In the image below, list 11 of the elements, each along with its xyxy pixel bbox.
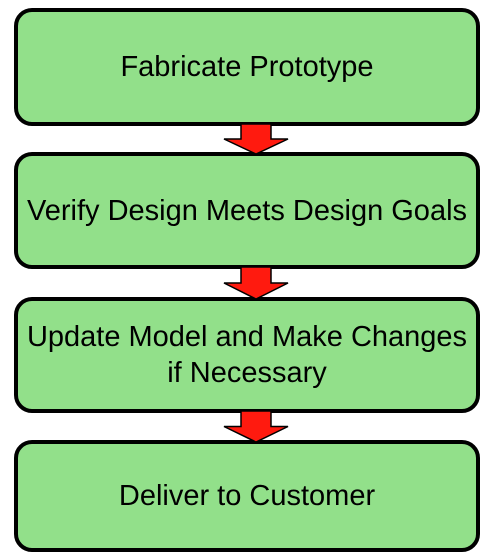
- process-box: [14, 297, 480, 413]
- step-label: Deliver to Customer: [118, 479, 376, 514]
- process-box: [14, 440, 480, 552]
- step-label: Update Model and Make Changes if Necessary: [26, 320, 468, 391]
- process-box: [14, 8, 480, 126]
- block-arrow: [223, 410, 289, 443]
- block-arrow: [223, 123, 289, 155]
- process-box: [14, 152, 480, 269]
- block-arrow: [223, 266, 289, 300]
- step-label: Verify Design Meets Design Goals: [26, 194, 468, 228]
- step-label: Fabricate Prototype: [120, 50, 374, 85]
